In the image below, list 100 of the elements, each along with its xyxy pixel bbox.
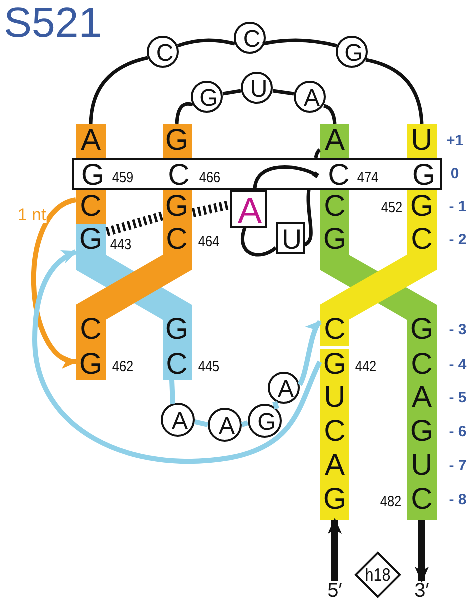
strand-band <box>76 124 106 158</box>
nucleotide-letter: A <box>172 410 188 434</box>
nucleotide-letter: G <box>165 126 189 156</box>
nucleotide-letter: C <box>168 161 190 191</box>
nucleotide-letter: G <box>410 315 434 345</box>
row-number: 0 <box>450 166 460 182</box>
arrow <box>328 518 342 581</box>
position-number: 442 <box>355 360 377 374</box>
position-number: 462 <box>112 360 134 374</box>
row-number: - 5 <box>449 390 467 406</box>
backbone-line <box>272 89 294 96</box>
nucleotide-letter: A <box>325 126 345 156</box>
connector-line <box>253 166 320 190</box>
backbone-line <box>324 104 337 124</box>
row-number: - 7 <box>449 458 467 474</box>
helix-diamond <box>355 552 401 598</box>
nucleotide-letter: G <box>258 411 276 435</box>
nucleotide-letter: C <box>156 42 174 66</box>
backbone-line <box>194 420 209 428</box>
position-number: 464 <box>198 234 220 250</box>
strand-band <box>320 349 349 520</box>
nucleotide-letter: G <box>200 87 218 111</box>
backbone-line <box>222 89 242 96</box>
nucleotide-circle <box>161 403 195 437</box>
nucleotide-letter: G <box>323 225 347 255</box>
position-number: 445 <box>198 360 220 374</box>
position-number: 459 <box>112 170 134 186</box>
row-number: - 6 <box>449 424 467 440</box>
nucleotide-letter: G <box>410 192 434 222</box>
row-number: +1 <box>446 134 464 148</box>
nucleotide-circle <box>268 372 300 404</box>
backbone-line <box>175 102 194 124</box>
position-number: 452 <box>381 200 403 216</box>
arrow <box>32 250 322 464</box>
backbone-line <box>366 58 424 124</box>
nucleotide-letter: G <box>344 42 364 66</box>
nucleotide-box <box>276 222 305 254</box>
strand-band <box>320 190 437 346</box>
strand-end-label: 3′ <box>412 581 432 599</box>
backbone-line <box>314 148 322 158</box>
nucleotide-circle <box>248 404 282 438</box>
nucleotide-letter: A <box>238 193 262 229</box>
nucleotide-letter: A <box>325 451 345 481</box>
nucleotide-letter: C <box>80 192 102 222</box>
backbone-line <box>241 228 278 257</box>
position-number: 443 <box>110 238 132 252</box>
row-number: - 4 <box>449 358 467 372</box>
nucleotide-letter: G <box>79 350 103 380</box>
strand-band <box>76 190 192 380</box>
nucleotide-letter: A <box>304 87 320 111</box>
nucleotide-letter: C <box>324 417 346 447</box>
nucleotide-letter: C <box>166 350 188 380</box>
nucleotide-letter: U <box>324 383 346 413</box>
nucleotide-letter: C <box>166 225 188 255</box>
strand-band <box>320 124 349 158</box>
helix-label: h18 <box>365 566 391 584</box>
nucleotide-letter: A <box>412 383 432 413</box>
nucleotide-circle <box>294 81 326 113</box>
nucleotide-letter: A <box>81 126 101 156</box>
strand-end-label: 5′ <box>325 581 345 599</box>
nucleotide-letter: U <box>282 226 302 254</box>
nucleotide-letter: U <box>411 126 433 156</box>
diagram-title: S521 <box>4 2 102 44</box>
backbone-line <box>89 56 148 124</box>
hatched-interaction-line <box>192 200 231 218</box>
position-number: 482 <box>380 494 402 510</box>
nucleotide-letter: C <box>411 485 433 515</box>
backbone-line <box>272 401 280 410</box>
nucleotide-circle <box>191 81 223 113</box>
nucleotide-letter: G <box>165 315 189 345</box>
position-number: 466 <box>199 170 221 186</box>
nucleotide-letter: G <box>165 192 189 222</box>
nucleotide-letter: U <box>250 78 268 102</box>
row-number: - 1 <box>449 200 467 214</box>
arrow <box>415 520 429 583</box>
nucleotide-letter: G <box>79 225 103 255</box>
backbone-line <box>262 38 338 48</box>
nucleotide-circle <box>241 72 273 104</box>
position-number: 474 <box>357 170 379 186</box>
arrow <box>298 320 322 386</box>
row-number: - 2 <box>449 232 467 248</box>
nucleotide-letter: G <box>323 485 347 515</box>
nucleotide-letter: G <box>323 350 347 380</box>
nucleotide-letter: G <box>81 161 105 191</box>
nucleotide-letter: C <box>328 161 350 191</box>
nucleotide-letter: A <box>278 378 294 402</box>
nucleotide-box <box>230 190 267 228</box>
row-number: - 3 <box>449 322 467 338</box>
nucleotide-circle <box>336 36 368 68</box>
backbone-line <box>177 38 236 48</box>
base-pair-row <box>72 158 442 190</box>
nucleotide-letter: G <box>412 161 436 191</box>
hatched-interaction-line <box>106 212 164 236</box>
nucleotide-letter: C <box>411 350 433 380</box>
backbone-line <box>170 380 176 404</box>
nucleotide-letter: C <box>243 28 261 52</box>
nucleotide-letter: C <box>80 315 102 345</box>
row-number: - 8 <box>449 492 467 508</box>
nucleotide-letter: A <box>219 415 235 439</box>
nucleotide-letter: C <box>324 192 346 222</box>
